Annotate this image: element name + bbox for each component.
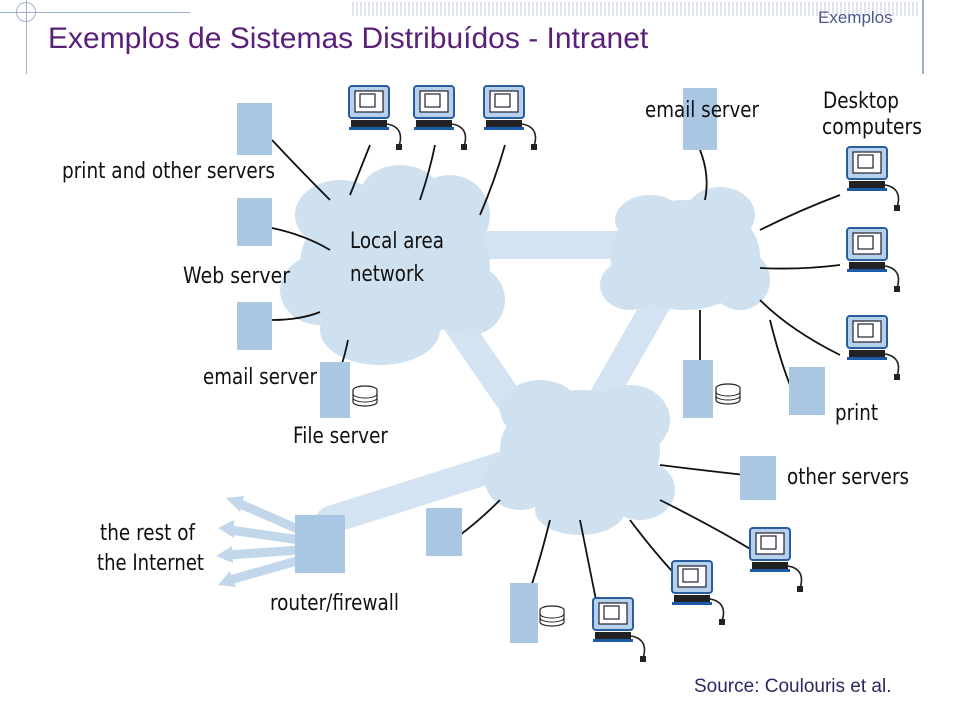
server-icon: [320, 362, 350, 418]
computer-icon: [846, 315, 901, 381]
arrow-icon: [226, 496, 244, 512]
cloud-icon: [485, 380, 675, 535]
label-lan-1: Local area: [350, 229, 444, 254]
label-print-servers: print and other servers: [62, 159, 275, 184]
arrow-icon: [218, 520, 234, 538]
diagram-labels: print and other servers Web server email…: [62, 89, 922, 616]
server-icon: [237, 198, 272, 246]
label-lan-2: network: [350, 262, 424, 287]
label-desktop-1: Desktop: [823, 89, 899, 114]
decor-line-horizontal: [0, 12, 190, 13]
label-file-server: File server: [293, 424, 389, 449]
server-icon: [740, 456, 776, 500]
section-label: Exemplos: [818, 8, 893, 27]
source-credit: Source: Coulouris et al.: [694, 676, 892, 697]
computer-icon: [846, 146, 901, 212]
decor-line-right: [922, 0, 924, 74]
computer-icon: [592, 597, 647, 663]
computer-icon: [413, 85, 468, 151]
server-icon: [683, 88, 717, 150]
server-icon: [426, 508, 462, 556]
label-print: print: [835, 401, 878, 426]
server-icon: [237, 103, 272, 155]
computer-icon: [846, 227, 901, 293]
cloud-icon: [600, 187, 770, 310]
server-icon: [295, 515, 345, 573]
server-icon: [683, 360, 713, 418]
disk-icon: [715, 383, 741, 405]
label-web-server: Web server: [183, 264, 291, 289]
arrow-icon: [218, 571, 236, 587]
internet-arrows: [227, 498, 302, 585]
section-bar: [352, 2, 920, 16]
label-other-servers: other servers: [787, 465, 909, 490]
computer-icon: [671, 560, 726, 626]
computer-icon: [348, 85, 403, 151]
decor-circle: [16, 2, 36, 22]
label-email-server-top: email server: [645, 98, 760, 123]
disk-icon: [539, 605, 565, 627]
arrow-icon: [216, 546, 233, 563]
server-icon: [237, 302, 272, 350]
page-title: Exemplos de Sistemas Distribuídos - Intr…: [48, 22, 649, 55]
server-icon: [789, 367, 825, 415]
label-rest-of-internet-1: the rest of: [100, 521, 196, 546]
decor-line-vertical: [26, 0, 27, 74]
computer-icon: [749, 527, 804, 593]
label-desktop-2: computers: [822, 115, 922, 140]
server-icon: [510, 583, 538, 643]
disk-icon: [352, 385, 378, 407]
label-router: router/firewall: [270, 591, 399, 616]
label-rest-of-internet-2: the Internet: [97, 551, 204, 576]
cloud-icon: [280, 165, 505, 365]
computer-icon: [483, 85, 538, 151]
label-email-server-left: email server: [203, 365, 318, 390]
